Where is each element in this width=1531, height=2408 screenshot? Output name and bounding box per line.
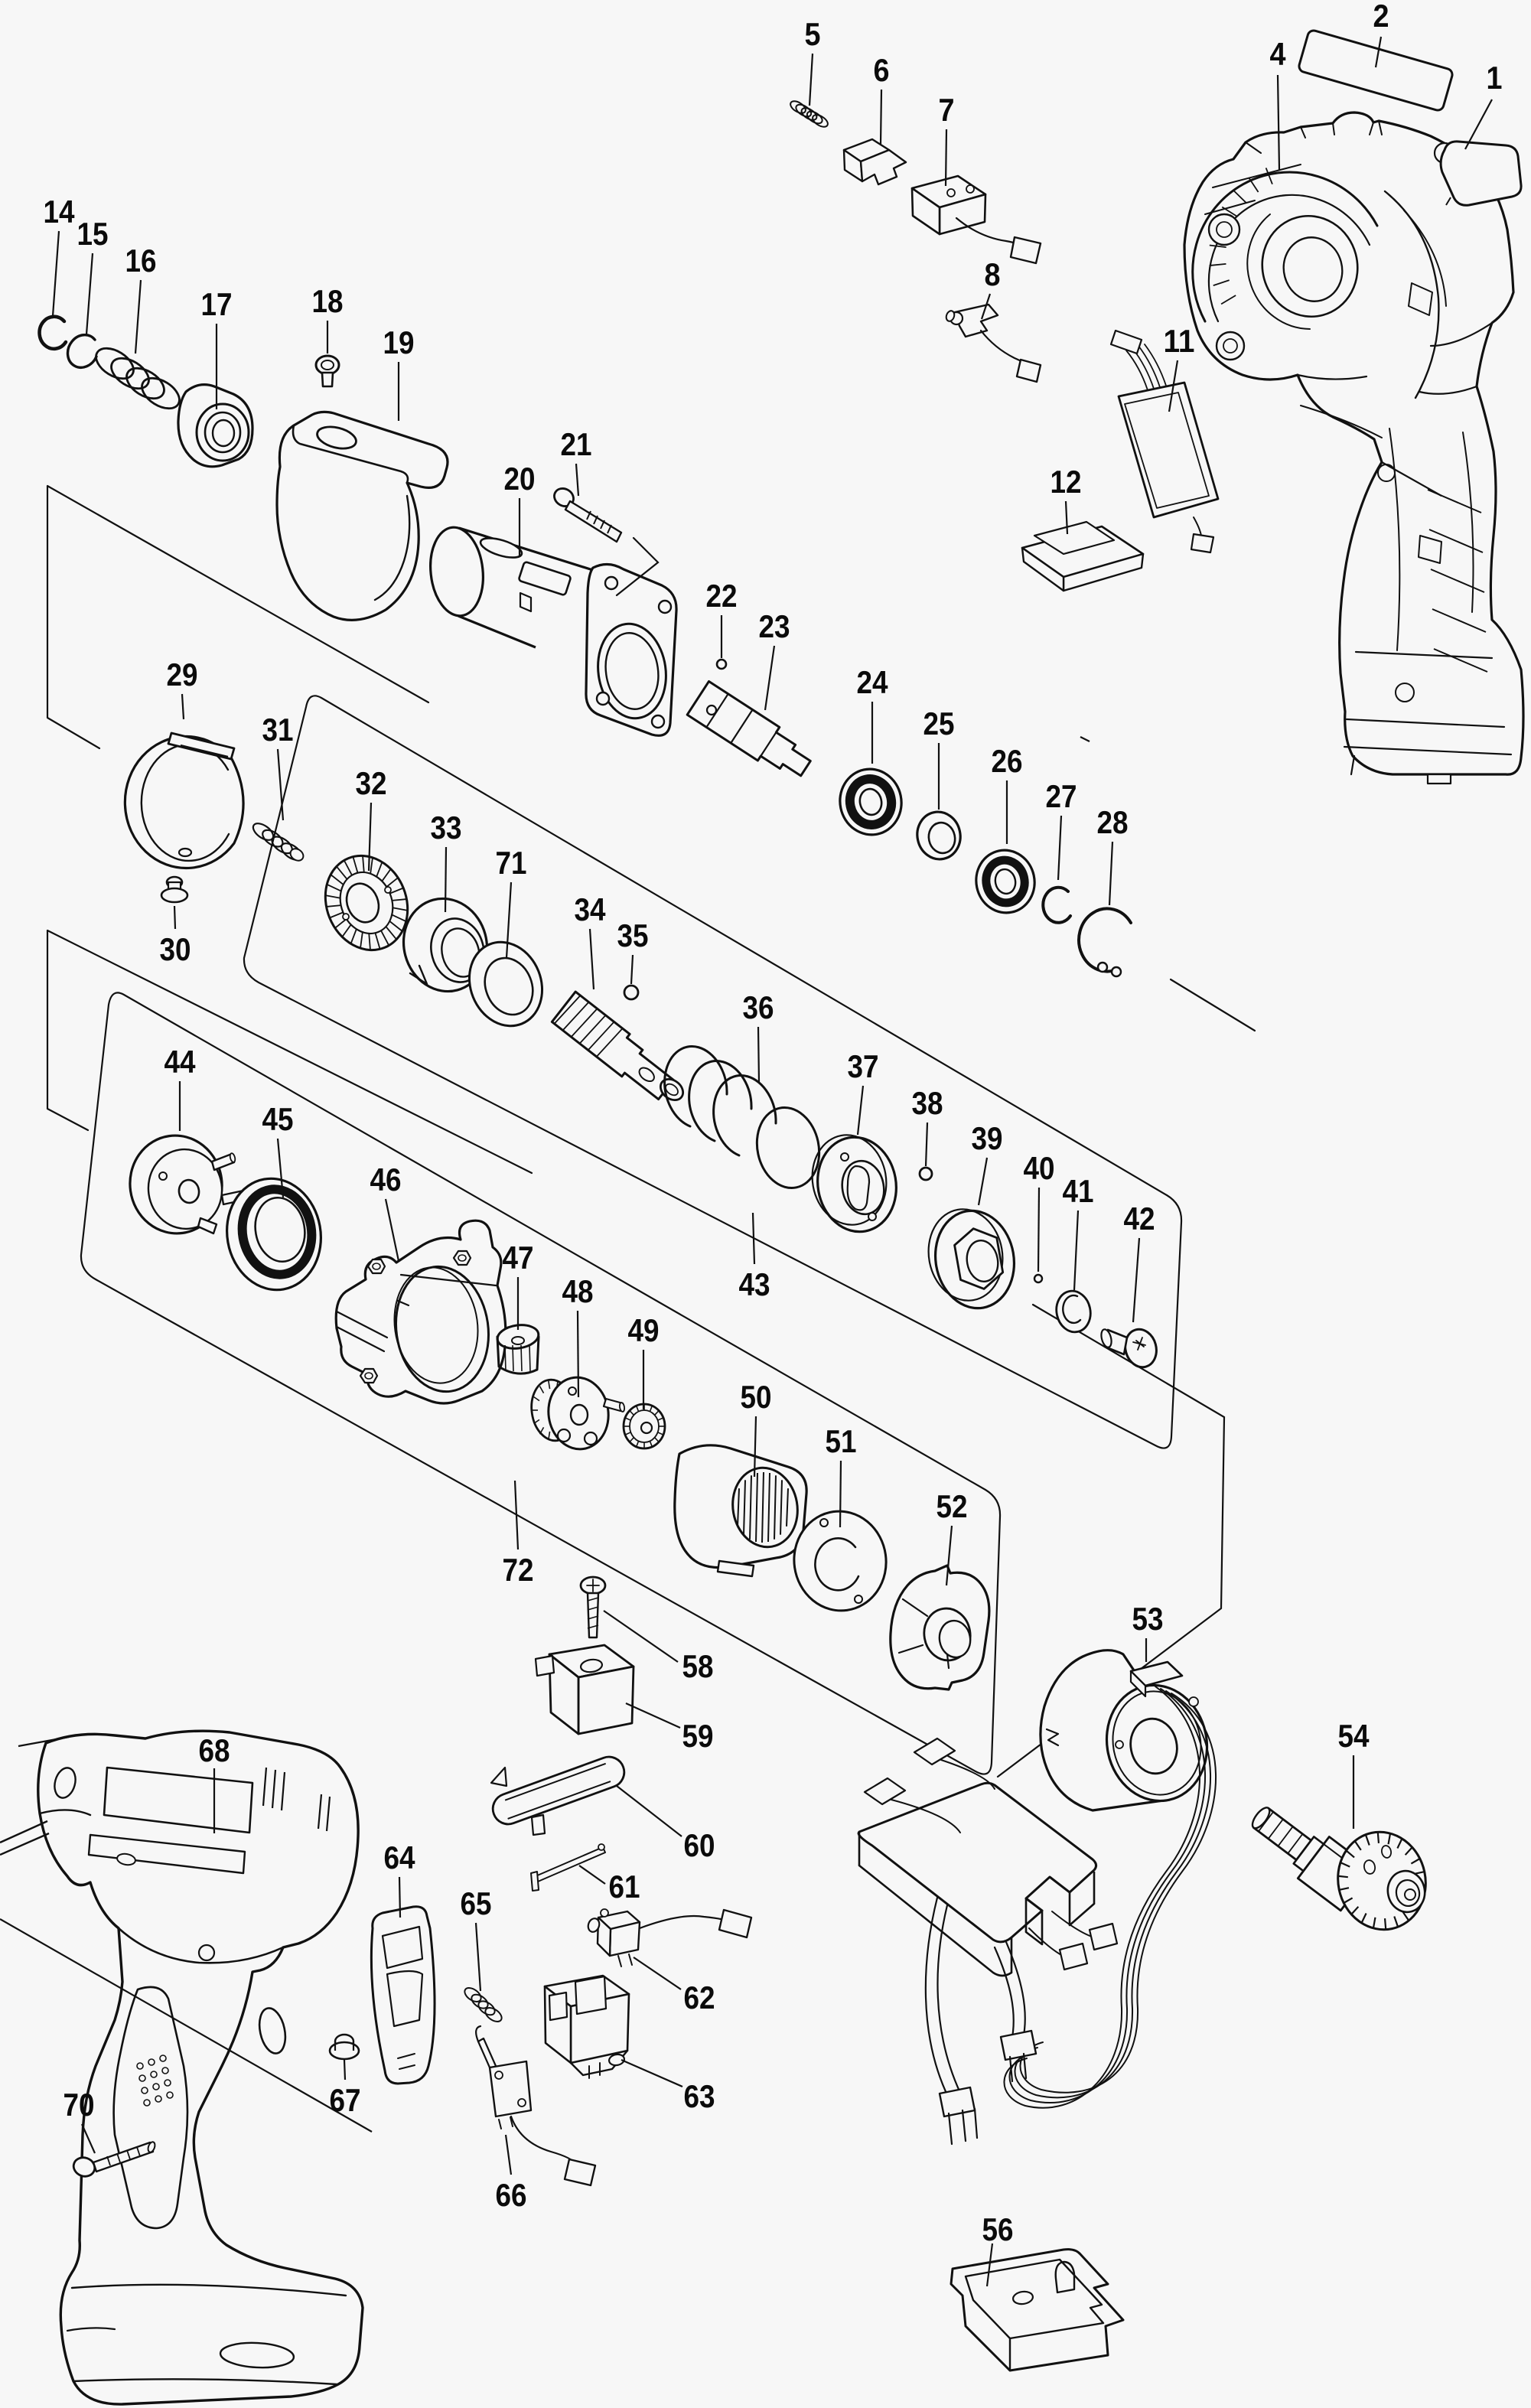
svg-text:60: 60 <box>684 1827 715 1863</box>
svg-text:47: 47 <box>503 1240 534 1276</box>
svg-text:45: 45 <box>262 1101 294 1137</box>
svg-text:62: 62 <box>684 1980 715 2015</box>
svg-text:41: 41 <box>1063 1173 1094 1209</box>
svg-text:58: 58 <box>682 1648 714 1684</box>
svg-text:7: 7 <box>939 92 955 128</box>
svg-text:15: 15 <box>77 216 109 252</box>
svg-text:65: 65 <box>461 1885 492 1921</box>
svg-text:28: 28 <box>1097 804 1129 840</box>
svg-text:39: 39 <box>972 1120 1003 1156</box>
svg-text:35: 35 <box>617 917 649 953</box>
svg-text:4: 4 <box>1270 36 1287 72</box>
svg-text:33: 33 <box>431 810 462 846</box>
svg-text:38: 38 <box>912 1085 943 1121</box>
svg-text:8: 8 <box>985 256 1001 292</box>
svg-text:27: 27 <box>1046 778 1077 814</box>
svg-text:19: 19 <box>383 324 415 360</box>
svg-text:18: 18 <box>312 283 344 319</box>
svg-text:17: 17 <box>201 286 233 322</box>
svg-text:52: 52 <box>937 1488 968 1524</box>
svg-text:61: 61 <box>609 1869 640 1905</box>
svg-text:40: 40 <box>1024 1150 1055 1186</box>
svg-text:30: 30 <box>160 931 191 967</box>
svg-text:48: 48 <box>562 1273 594 1309</box>
svg-text:56: 56 <box>982 2211 1014 2247</box>
svg-text:5: 5 <box>805 16 821 52</box>
svg-text:1: 1 <box>1487 60 1503 96</box>
svg-text:29: 29 <box>167 657 198 692</box>
svg-text:71: 71 <box>496 845 527 881</box>
svg-text:32: 32 <box>356 765 387 801</box>
svg-text:66: 66 <box>496 2177 527 2213</box>
svg-text:44: 44 <box>165 1044 197 1080</box>
svg-text:21: 21 <box>561 426 592 462</box>
svg-text:11: 11 <box>1164 323 1195 359</box>
svg-text:22: 22 <box>706 578 738 614</box>
svg-text:51: 51 <box>826 1423 857 1459</box>
svg-text:12: 12 <box>1051 464 1082 500</box>
svg-text:63: 63 <box>684 2078 715 2114</box>
svg-text:24: 24 <box>857 664 889 700</box>
svg-text:34: 34 <box>575 891 607 927</box>
svg-text:46: 46 <box>370 1162 402 1197</box>
svg-text:42: 42 <box>1124 1201 1155 1237</box>
svg-text:43: 43 <box>739 1266 770 1302</box>
svg-text:26: 26 <box>992 743 1023 779</box>
svg-text:64: 64 <box>384 1839 416 1875</box>
svg-text:68: 68 <box>199 1732 230 1768</box>
svg-text:25: 25 <box>923 705 955 741</box>
svg-text:23: 23 <box>759 608 790 644</box>
svg-text:67: 67 <box>330 2082 361 2118</box>
svg-text:70: 70 <box>64 2087 95 2123</box>
svg-text:37: 37 <box>848 1048 879 1084</box>
svg-text:50: 50 <box>741 1379 772 1415</box>
svg-text:14: 14 <box>44 194 76 230</box>
svg-text:59: 59 <box>682 1718 714 1754</box>
svg-text:2: 2 <box>1373 0 1389 34</box>
svg-text:36: 36 <box>743 989 774 1025</box>
svg-text:53: 53 <box>1132 1601 1164 1637</box>
svg-text:6: 6 <box>874 52 890 88</box>
svg-text:72: 72 <box>503 1552 534 1588</box>
svg-text:49: 49 <box>628 1312 660 1348</box>
svg-text:20: 20 <box>504 461 536 497</box>
svg-text:54: 54 <box>1338 1718 1370 1754</box>
svg-text:31: 31 <box>262 712 294 748</box>
svg-text:16: 16 <box>125 243 157 279</box>
